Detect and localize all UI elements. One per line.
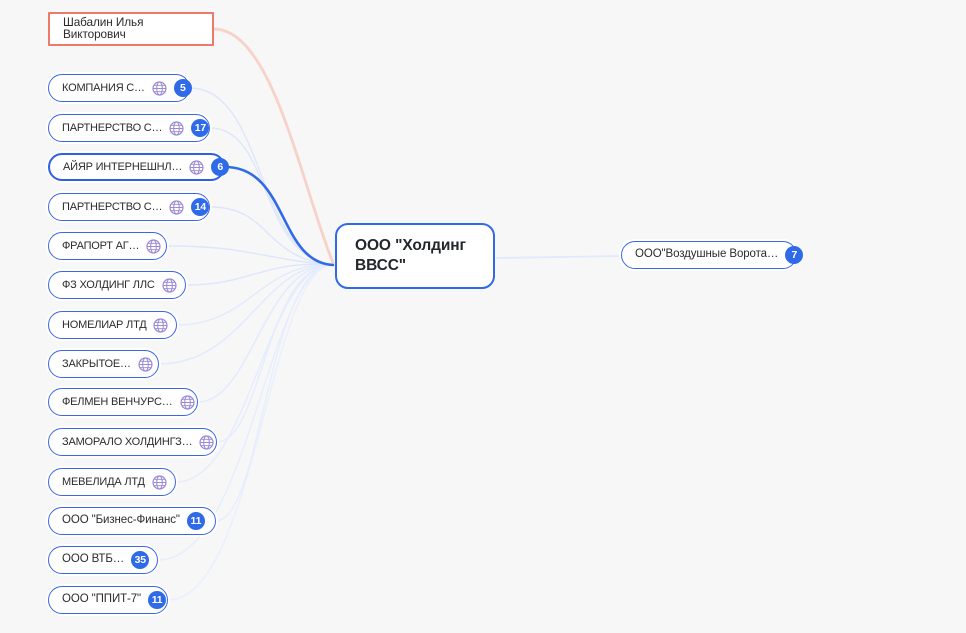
graph-node-chip[interactable]: АЙЯР ИНТЕРНЕШНЛ… 6 <box>48 153 230 181</box>
node-count-badge: 17 <box>191 119 210 137</box>
globe-icon <box>162 277 177 293</box>
node-count-badge: 11 <box>186 512 205 530</box>
center-organization-node[interactable]: ООО "Холдинг ВВСС" <box>335 223 495 289</box>
graph-node-chip[interactable]: ООО ВТБ… 35 <box>48 546 158 574</box>
node-label: ООО"Воздушные Ворота… <box>635 248 779 261</box>
root-person-node[interactable]: Шабалин Илья Викторович <box>48 12 214 46</box>
globe-icon <box>189 159 204 175</box>
root-person-label: Шабалин Илья Викторович <box>63 15 144 41</box>
graph-node-chip[interactable]: ПАРТНЕРСТВО С… 14 <box>48 193 210 221</box>
node-count-badge: 11 <box>148 591 167 609</box>
graph-node-chip[interactable]: ООО "ППИТ-7" 11 <box>48 586 168 614</box>
globe-icon <box>146 238 161 254</box>
globe-icon <box>138 356 153 372</box>
globe-icon <box>169 199 184 215</box>
node-label: ООО "Бизнес-Финанс" <box>62 514 180 527</box>
node-count-badge: 6 <box>211 158 230 176</box>
node-count-badge: 5 <box>173 79 192 97</box>
graph-node-chip[interactable]: ПАРТНЕРСТВО С… 17 <box>48 114 210 142</box>
globe-icon <box>152 474 167 490</box>
node-label: ЗАКРЫТОЕ… <box>62 357 131 370</box>
node-label: ПАРТНЕРСТВО С… <box>62 200 163 213</box>
graph-node-chip[interactable]: ООО "Бизнес-Финанс" 11 <box>48 507 216 535</box>
graph-node-chip[interactable]: ЗАМОРАЛО ХОЛДИНГЗ… <box>48 428 217 456</box>
graph-node-chip[interactable]: ООО"Воздушные Ворота… 7 <box>621 241 804 269</box>
node-label: ФЕЛМЕН ВЕНЧУРС… <box>62 395 173 408</box>
graph-node-chip[interactable]: МЕВЕЛИДА ЛТД <box>48 468 176 496</box>
node-count-badge: 14 <box>191 198 210 216</box>
node-label: АЙЯР ИНТЕРНЕШНЛ… <box>63 160 183 173</box>
node-label: ПАРТНЕРСТВО С… <box>62 121 163 134</box>
node-label: НОМЕЛИАР ЛТД <box>62 318 147 331</box>
graph-node-chip[interactable]: КОМПАНИЯ С… 5 <box>48 74 192 102</box>
globe-icon <box>199 434 214 450</box>
node-label: ФРАПОРТ АГ… <box>62 239 140 252</box>
node-label: ООО "ППИТ-7" <box>62 593 142 606</box>
node-label: ООО ВТБ… <box>62 553 125 566</box>
center-organization-label: ООО "Холдинг ВВСС" <box>355 236 466 274</box>
node-label: ЗАМОРАЛО ХОЛДИНГЗ… <box>62 435 193 448</box>
globe-icon <box>152 80 167 96</box>
graph-node-chip[interactable]: ФЕЛМЕН ВЕНЧУРС… <box>48 388 198 416</box>
globe-icon <box>153 317 169 333</box>
globe-icon <box>169 120 184 136</box>
node-count-badge: 7 <box>785 246 804 264</box>
globe-icon <box>179 394 195 410</box>
node-count-badge: 35 <box>131 551 150 569</box>
node-label: МЕВЕЛИДА ЛТД <box>62 475 145 488</box>
graph-node-chip[interactable]: ФЗ ХОЛДИНГ ЛЛС <box>48 271 186 299</box>
graph-node-chip[interactable]: ЗАКРЫТОЕ… <box>48 350 159 378</box>
node-label: КОМПАНИЯ С… <box>62 81 145 94</box>
node-label: ФЗ ХОЛДИНГ ЛЛС <box>62 278 155 291</box>
graph-node-chip[interactable]: НОМЕЛИАР ЛТД <box>48 311 177 339</box>
graph-node-chip[interactable]: ФРАПОРТ АГ… <box>48 232 167 260</box>
